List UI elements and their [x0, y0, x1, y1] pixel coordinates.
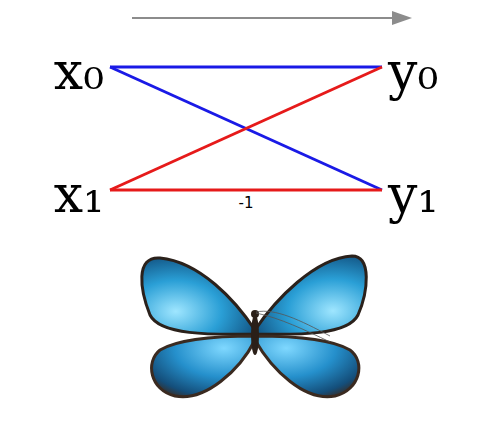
signal-node: x₁ — [50, 164, 108, 224]
signal-node: x₀ — [50, 41, 108, 101]
signal-node: y₁ — [384, 164, 442, 224]
signal-name: y₁ — [388, 164, 438, 224]
butterfly-line — [110, 67, 382, 190]
top-arrow — [132, 11, 412, 25]
butterfly-line — [110, 66, 382, 69]
edge-weight: -1 — [237, 195, 256, 211]
butterfly-photo — [142, 256, 366, 397]
signal-node: y₀ — [384, 41, 442, 101]
signal-name: y₀ — [388, 41, 438, 101]
signal-name: x₀ — [54, 41, 104, 101]
butterfly-line — [110, 67, 382, 190]
signal-name: x₁ — [54, 164, 104, 224]
butterfly-line — [110, 189, 382, 192]
